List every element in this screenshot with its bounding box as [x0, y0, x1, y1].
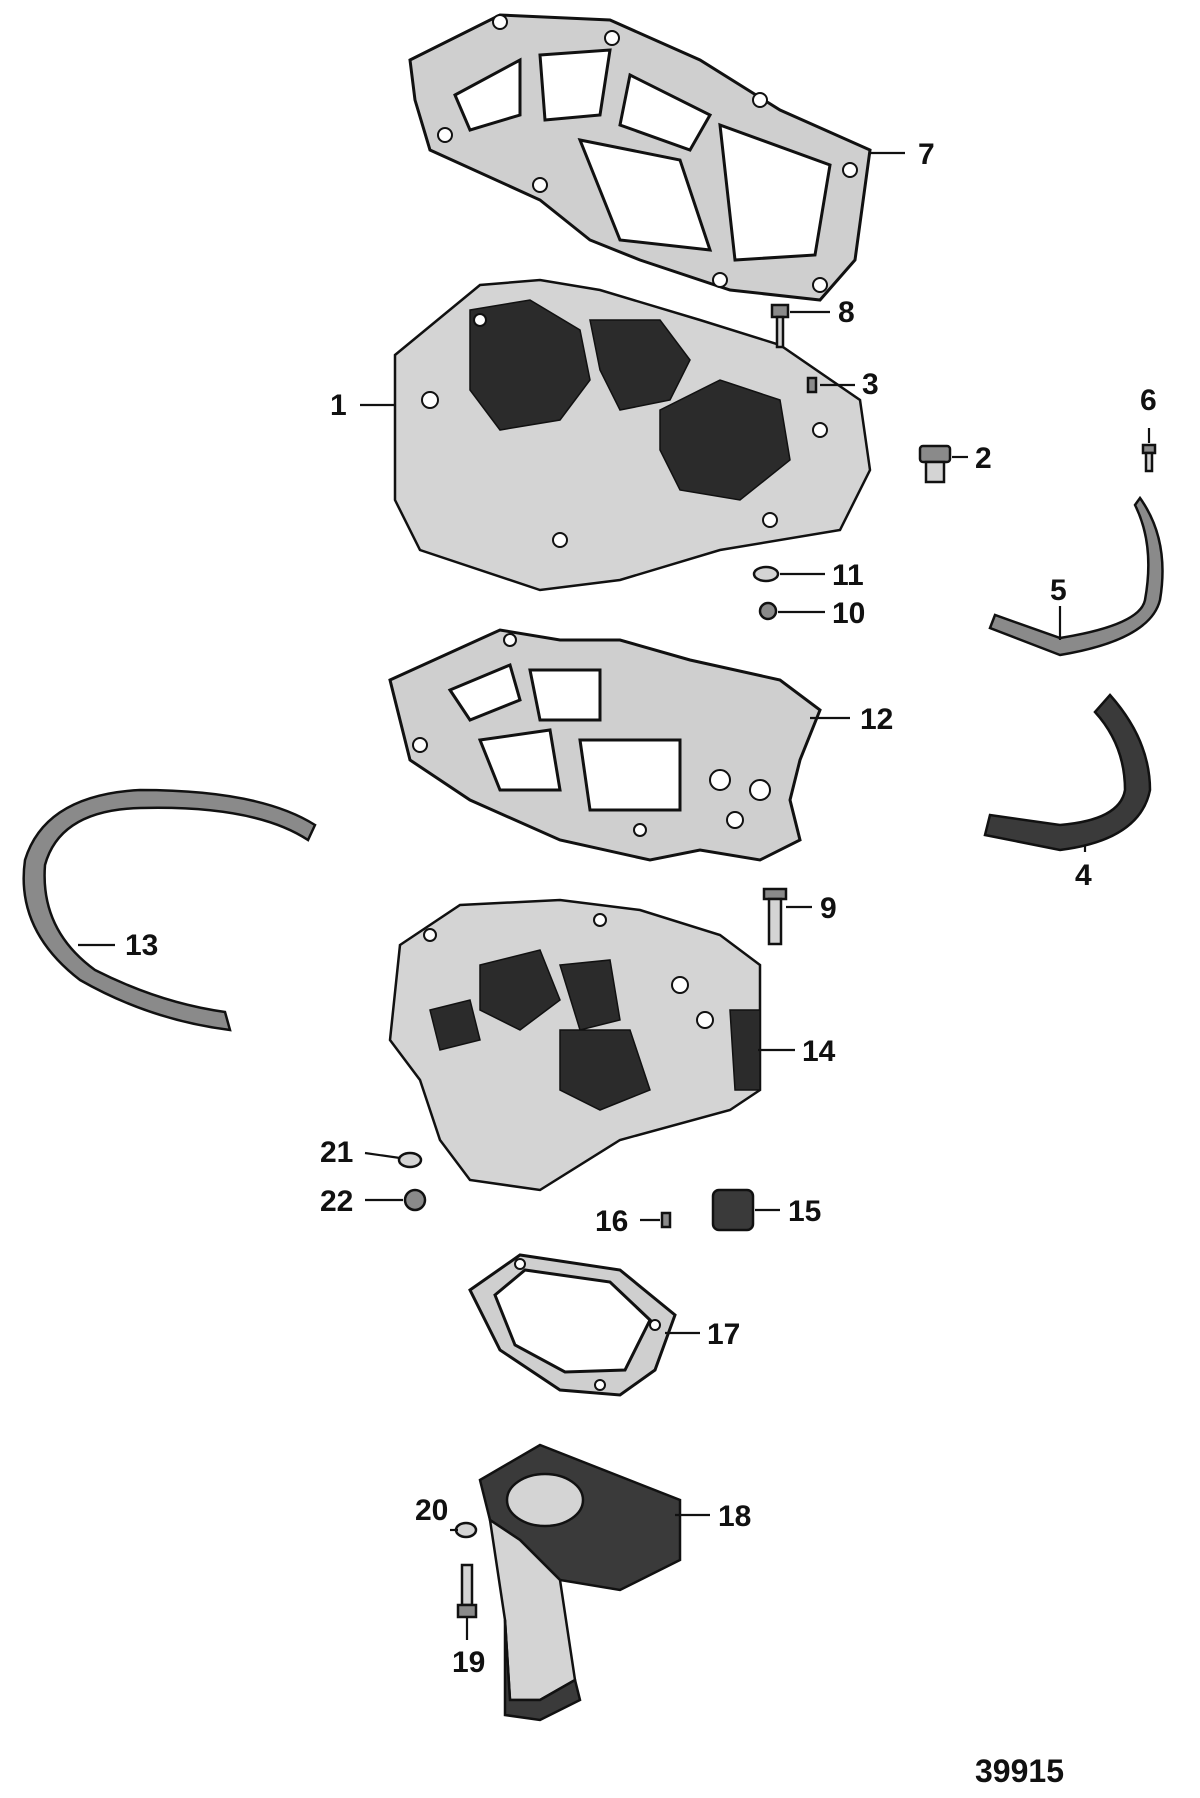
- callout-13: 13: [125, 929, 158, 962]
- part-20-washer: [454, 1521, 478, 1539]
- callout-21: 21: [320, 1136, 353, 1169]
- callout-14: 14: [802, 1035, 836, 1068]
- callout-2: 2: [975, 442, 992, 475]
- callout-12: 12: [860, 703, 893, 736]
- part-14-housing: [388, 898, 762, 1192]
- part-17-gasket: [468, 1253, 677, 1397]
- part-13-seal-strip: [22, 788, 317, 1032]
- part-18-exhaust-tube: [478, 1443, 682, 1722]
- leader-lines: [78, 151, 1151, 1640]
- part-11-washer: [752, 565, 780, 583]
- callout-17: 17: [707, 1318, 740, 1351]
- part-21-washer: [397, 1151, 423, 1169]
- callout-6: 6: [1140, 384, 1157, 417]
- callout-16: 16: [595, 1205, 628, 1238]
- callout-15: 15: [788, 1195, 821, 1228]
- part-1-adaptor-plate: [393, 278, 872, 592]
- part-2-plug: [918, 444, 952, 484]
- part-10-nut: [758, 601, 778, 621]
- part-22-nut: [403, 1188, 427, 1212]
- part-7-gasket: [408, 13, 872, 302]
- callout-22: 22: [320, 1185, 353, 1218]
- part-12-gasket: [388, 628, 822, 862]
- callout-7: 7: [918, 138, 935, 171]
- callout-8: 8: [838, 296, 855, 329]
- callout-20: 20: [415, 1494, 448, 1527]
- part-9-bolt: [762, 887, 788, 946]
- callout-3: 3: [862, 368, 879, 401]
- part-19-bolt: [456, 1563, 478, 1619]
- callout-18: 18: [718, 1500, 751, 1533]
- callout-4: 4: [1075, 859, 1092, 892]
- callout-labels: 7 8 3 1 6 2 11 5 10 12 4 9 13 14 21 22 1…: [125, 138, 1157, 1679]
- callout-19: 19: [452, 1646, 485, 1679]
- callout-9: 9: [820, 892, 837, 925]
- callout-1: 1: [330, 389, 347, 422]
- callout-11: 11: [832, 559, 864, 592]
- callout-5: 5: [1050, 574, 1067, 607]
- part-8-bolt: [770, 303, 790, 349]
- figure-number: 39915: [975, 1753, 1064, 1789]
- part-5-seal-strip: [988, 495, 1164, 657]
- part-4-seal-strip: [983, 693, 1152, 852]
- part-3-dowel: [806, 376, 818, 394]
- callout-10: 10: [832, 597, 865, 630]
- part-15-plug: [711, 1188, 755, 1232]
- part-16-pin: [660, 1211, 672, 1229]
- part-6-screw: [1141, 443, 1157, 473]
